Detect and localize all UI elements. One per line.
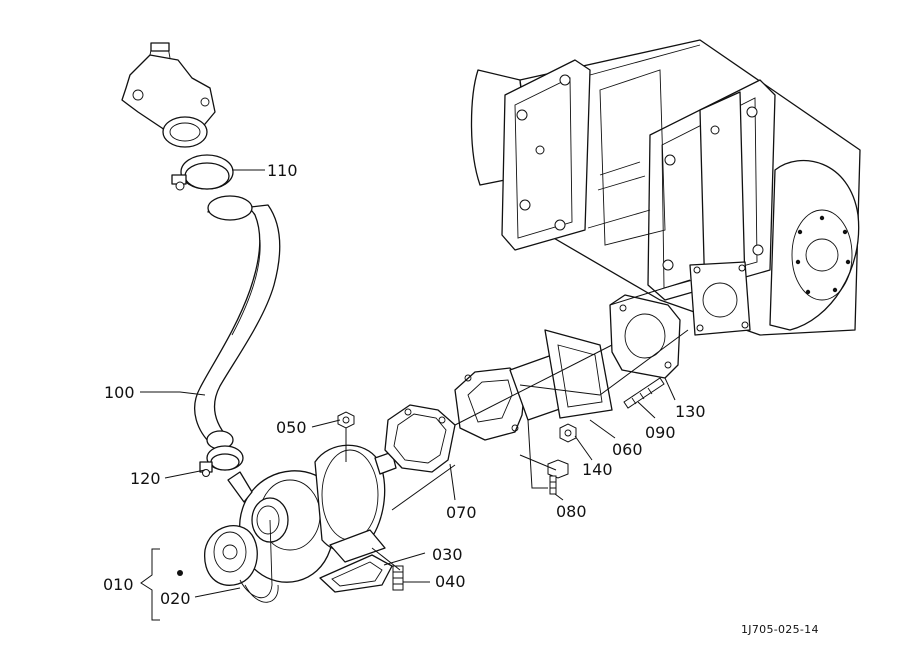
hose-clamp-110 [171,154,234,191]
callout-040: 040 [435,572,466,591]
gasket-030 [319,554,393,593]
gasket-130 [609,294,681,379]
callout-110: 110 [267,161,298,180]
exhaust-pipe-060 [454,329,613,441]
callout-070: 070 [446,503,477,522]
bolt-080 [547,459,569,495]
callout-090: 090 [645,423,676,442]
coolant-hose-100 [194,195,281,450]
callout-080: 080 [556,502,587,521]
callout-130: 130 [675,402,706,421]
callout-labels: 110 100 120 050 070 060 090 130 140 080 … [103,161,819,636]
callout-030: 030 [432,545,463,564]
callout-010: 010 [103,575,134,594]
drawing-reference-code: 1J705-025-14 [741,623,819,636]
gasket-070 [384,404,456,473]
callout-020: 020 [160,589,191,608]
alignment-lines [345,279,691,571]
callout-120: 120 [130,469,161,488]
water-outlet-housing [121,42,216,148]
callout-050: 050 [276,418,307,437]
nut-140 [559,423,577,443]
callout-060: 060 [612,440,643,459]
hose-clamp-120 [199,445,244,477]
stud-090 [623,377,665,409]
dpf-assembly [470,39,861,336]
callout-140: 140 [582,460,613,479]
turbocharger-assembly [204,444,397,603]
nut-050 [337,411,355,429]
callout-100: 100 [104,383,135,402]
stud-040 [392,565,404,591]
callout-leaders [140,169,676,621]
